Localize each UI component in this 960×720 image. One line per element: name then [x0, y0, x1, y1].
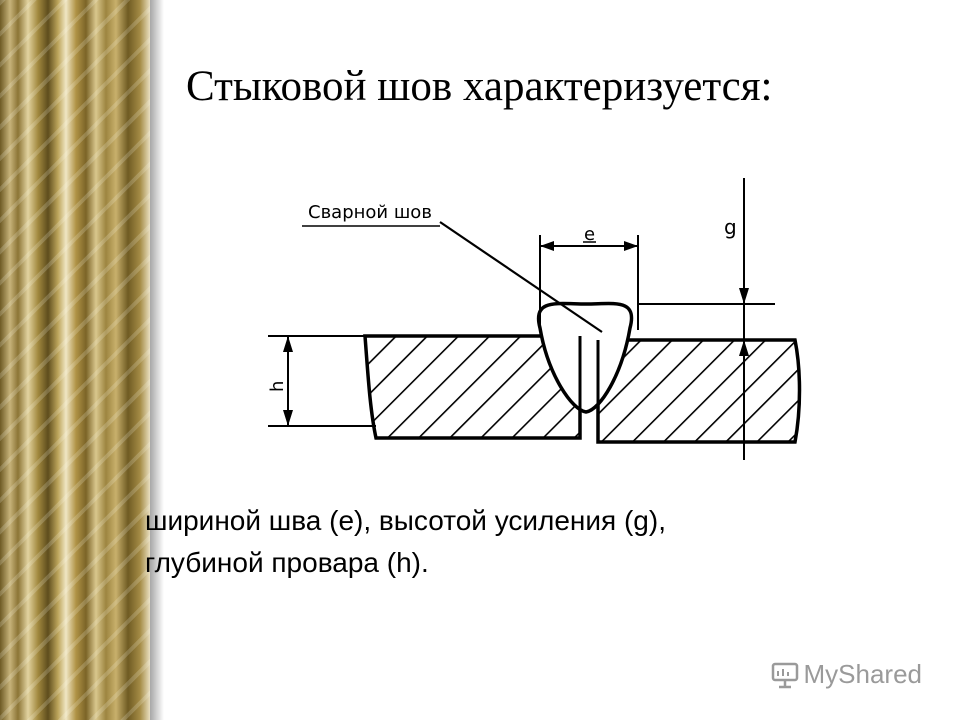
border-shadow	[150, 0, 164, 720]
reinforcement-dimension-g: g	[638, 178, 775, 460]
butt-weld-diagram: Сварной шов e g h	[250, 170, 810, 470]
slide-caption: шириной шва (е), высотой усиления (g), г…	[145, 500, 905, 584]
penetration-dimension-h: h	[267, 335, 376, 427]
weld-bead	[536, 301, 634, 416]
weld-leader-line	[439, 221, 603, 333]
weld-label: Сварной шов	[308, 202, 432, 223]
left-plate	[363, 334, 582, 440]
dim-h-label: h	[267, 381, 288, 392]
watermark-brand: MyShared	[803, 659, 923, 689]
width-dimension-e: e	[539, 224, 639, 330]
watermark: MyShared	[770, 659, 923, 690]
decorative-left-border	[0, 0, 150, 720]
presentation-icon	[771, 662, 798, 688]
slide-title: Стыковой шов характеризуется:	[186, 63, 773, 110]
dim-g-label: g	[724, 215, 737, 239]
caption-line-1: шириной шва (е), высотой усиления (g),	[145, 505, 666, 536]
dim-e-label: e	[584, 224, 595, 245]
caption-line-2: глубиной провара (h).	[145, 547, 429, 578]
right-plate	[596, 338, 802, 444]
